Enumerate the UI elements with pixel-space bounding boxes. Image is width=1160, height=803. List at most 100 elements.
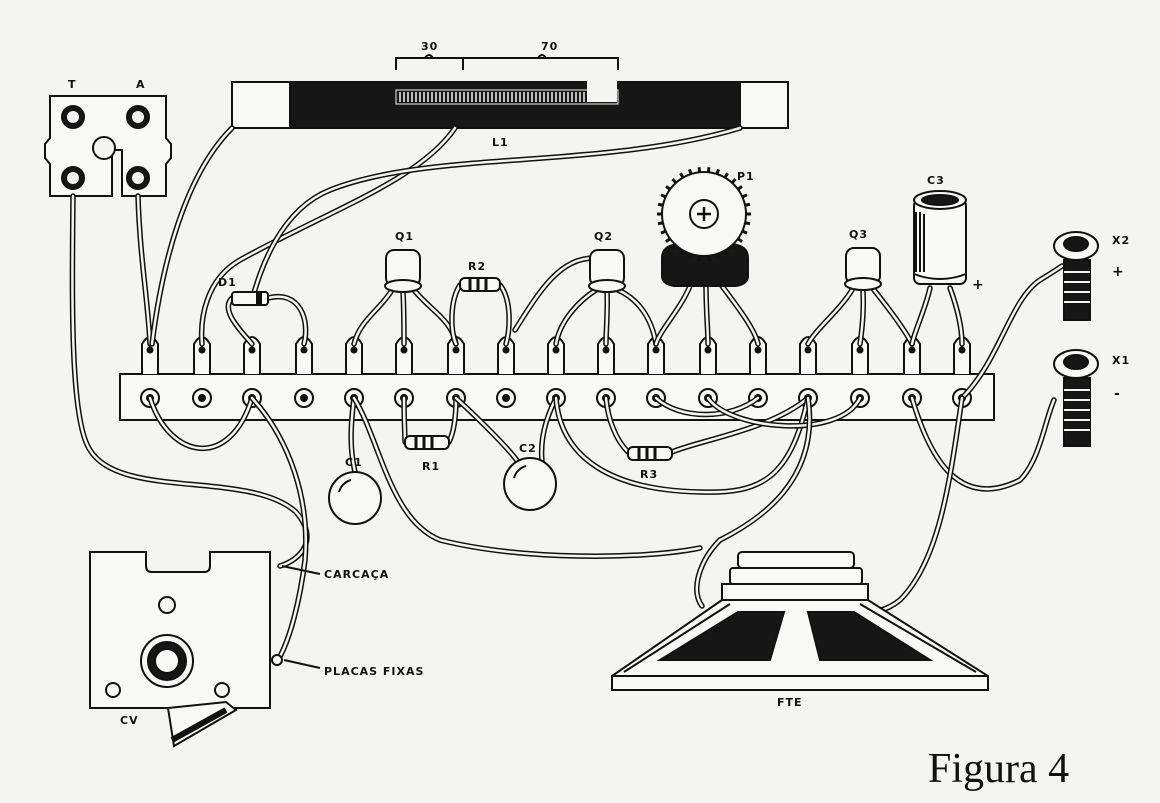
q1-label: Q1 [395,230,414,243]
terminal-t-label: T [68,78,77,91]
knob-serration [671,178,678,184]
knob-serration [679,249,685,256]
wire-core [654,284,692,346]
capacitor-c3: C3 + [913,174,984,293]
terminal-a-label: A [136,78,146,91]
knob-serration [665,237,671,243]
jack-x1: X1 - [1053,349,1129,447]
wire-core [450,283,462,346]
knob-serration [741,193,748,199]
wire-core [250,396,307,662]
x2-polarity: + [1112,264,1124,280]
wire-core [200,126,457,346]
antenna-ground-block: T A [44,78,172,197]
knob-serration [741,229,748,235]
wire-core [720,284,760,346]
knob-serration [723,172,729,179]
wire-core [654,396,760,416]
wire-core [695,396,811,608]
knob-serration [723,249,729,256]
wire-core [872,288,914,346]
lug-hole [958,346,966,354]
lug-hole [300,346,308,354]
wire-core [266,295,307,346]
eyelet-hole [198,394,206,402]
wire-core [704,284,710,346]
winding-band [395,89,619,105]
wire-core [454,396,520,464]
knob-serration [657,221,664,226]
wire-core [513,256,596,332]
wire-core [604,290,609,346]
wire [553,287,599,347]
lug-hole [754,346,762,354]
d1-label: D1 [218,276,237,289]
turns-70-label: 70 [541,40,558,53]
winding-turns [395,89,619,105]
lug-hole [856,346,864,354]
coil-tap [587,74,617,102]
solder-lug [243,336,261,374]
cv-label: CV [120,714,139,727]
frame-label: CARCAÇA [324,568,389,581]
resistor-r3: R3 [627,446,673,481]
lug-hole [652,346,660,354]
wire-core [706,396,862,427]
c3-polarity: + [972,277,984,293]
lug-hole [248,346,256,354]
connecting-wires [69,125,1065,663]
knob-serration [660,229,667,235]
knob-serration [657,202,664,207]
x2-label: X2 [1112,234,1130,247]
q3-label: Q3 [849,228,868,241]
wire-core [806,288,854,346]
lug-hole [350,346,358,354]
knob-serration [665,185,671,191]
wire-core [616,288,658,346]
wire-core [554,288,598,346]
wire-core [960,264,1064,400]
capacitor-c2: C2 [503,442,557,511]
figure-caption: Figura 4 [928,746,1069,792]
c2-label: C2 [519,442,537,455]
wire-core [148,396,254,450]
lug-hole [908,346,916,354]
knob-serration [660,193,667,199]
transistor-q2: Q2 [588,230,626,293]
wire-core [604,396,630,454]
knob-serration [706,255,711,261]
c3-label: C3 [927,174,945,187]
q2-label: Q2 [594,230,613,243]
knob-serration [744,221,751,226]
coil-winding [289,81,741,129]
knob-serration [688,168,693,175]
lug-hole [804,346,812,354]
wire-core [352,396,702,558]
wire-core [136,194,152,346]
wire-core [401,290,406,346]
capacitor-c1: C1 [328,456,382,525]
wire-core [554,396,810,494]
turns-30-label: 30 [421,40,438,53]
eyelet-hole [300,394,308,402]
knob-serration [706,167,711,173]
solder-lug [799,336,817,374]
knob-serration [688,253,693,260]
variable-capacitor-cv: CV CARCAÇA PLACAS FIXAS [89,551,423,748]
r1-label: R1 [422,460,440,473]
solder-lugs [141,336,971,374]
wire-core [150,126,234,346]
knob-serration [730,244,737,250]
wire-core [250,126,742,302]
wire-core [670,396,810,454]
knob-serration [744,202,751,207]
mount-hole [92,136,116,160]
knob-serration [679,172,685,179]
lug-hole [552,346,560,354]
wire [615,287,659,347]
coil-label: L1 [492,136,509,149]
wire-core [910,286,932,346]
lug-hole [400,346,408,354]
wire-core [498,283,511,346]
